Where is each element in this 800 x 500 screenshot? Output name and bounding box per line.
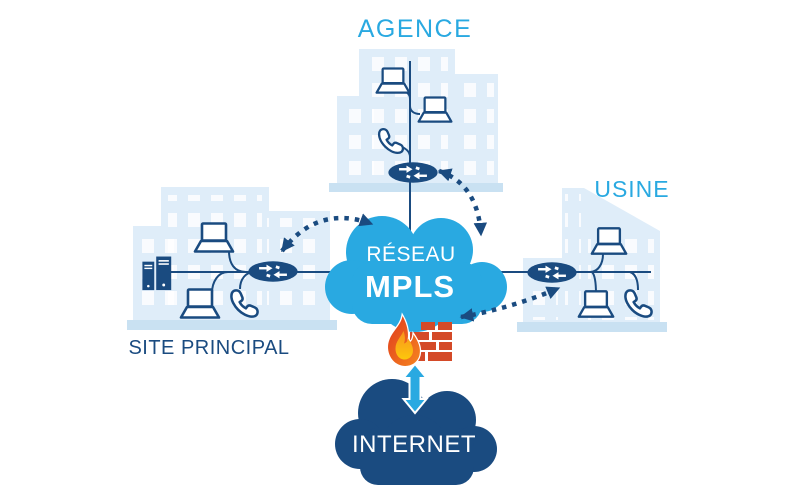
bidirectional-arrow-icon (401, 362, 429, 415)
labels: AGENCE USINE SITE PRINCIPAL RÉSEAU MPLS … (128, 15, 669, 458)
firewall-icon (386, 312, 452, 368)
mpls-cloud-label-line2: MPLS (365, 269, 455, 304)
usine-label: USINE (594, 176, 669, 202)
site-principal-label: SITE PRINCIPAL (128, 337, 289, 359)
laptop-icon (577, 290, 615, 318)
router-icon (527, 262, 577, 283)
mpls-links (280, 168, 561, 322)
flame-inner (395, 331, 413, 360)
dashed-arrow-mpls-usine (459, 285, 561, 322)
mpls-cloud-label-line1: RÉSEAU (366, 243, 455, 266)
dashed-arrow-site-principal-mpls (280, 213, 374, 253)
site-principal-building (127, 187, 337, 330)
laptop-icon (375, 67, 411, 94)
agence-label: AGENCE (358, 15, 473, 43)
router-icon (248, 261, 298, 282)
laptop-icon (417, 96, 453, 123)
internet-cloud-label: INTERNET (352, 431, 476, 458)
router-icon (388, 162, 438, 183)
laptop-icon (590, 227, 628, 255)
